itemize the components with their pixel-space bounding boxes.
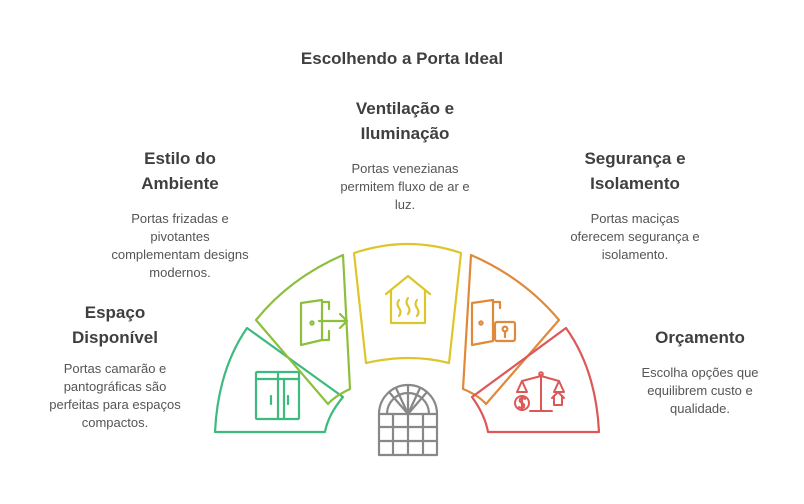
description-ventilacao: Portas venezianas permitem fluxo de ar e… xyxy=(340,161,470,212)
heading-espaco: Espaço Disponível xyxy=(72,303,158,347)
segment-estilo xyxy=(254,253,352,406)
segment-orcamento xyxy=(470,326,601,434)
label-orcamento: Orçamento Escolha opções que equilibrem … xyxy=(610,325,790,418)
segment-orcamento-arc xyxy=(470,326,601,434)
segment-seguranca-arc xyxy=(461,253,561,406)
description-espaco: Portas camarão e pantográficas são perfe… xyxy=(49,361,181,430)
heading-orcamento: Orçamento xyxy=(655,328,745,347)
segment-ventilacao-arc xyxy=(352,242,463,365)
house-ventilation-icon xyxy=(384,274,432,325)
description-orcamento: Escolha opções que equilibrem custo e qu… xyxy=(641,365,759,416)
heading-seguranca: Segurança e Isolamento xyxy=(584,149,686,193)
segment-ventilacao xyxy=(352,242,463,365)
balance-money-icon xyxy=(514,371,565,412)
diagram-title: Escolhendo a Porta Ideal xyxy=(300,49,504,68)
label-ventilacao: Ventilação e Iluminação Portas veneziana… xyxy=(310,96,500,214)
heading-estilo: Estilo do Ambiente xyxy=(141,149,219,193)
segment-espaco-arc xyxy=(213,326,345,434)
description-estilo: Portas frizadas e pivotantes complementa… xyxy=(111,211,249,280)
segment-estilo-arc xyxy=(254,253,352,406)
segment-espaco xyxy=(213,326,345,434)
label-estilo: Estilo do Ambiente Portas frizadas e piv… xyxy=(90,146,270,282)
heading-ventilacao: Ventilação e Iluminação xyxy=(355,99,455,143)
label-seguranca: Segurança e Isolamento Portas maciças of… xyxy=(545,146,725,264)
description-seguranca: Portas maciças oferecem segurança e isol… xyxy=(570,211,700,262)
door-exit-icon xyxy=(299,298,349,347)
label-espaco: Espaço Disponível Portas camarão e panto… xyxy=(30,300,200,432)
segment-seguranca xyxy=(461,253,561,406)
arched-door-icon xyxy=(377,383,439,457)
sliding-door-icon xyxy=(254,370,301,421)
door-lock-icon xyxy=(470,298,517,347)
